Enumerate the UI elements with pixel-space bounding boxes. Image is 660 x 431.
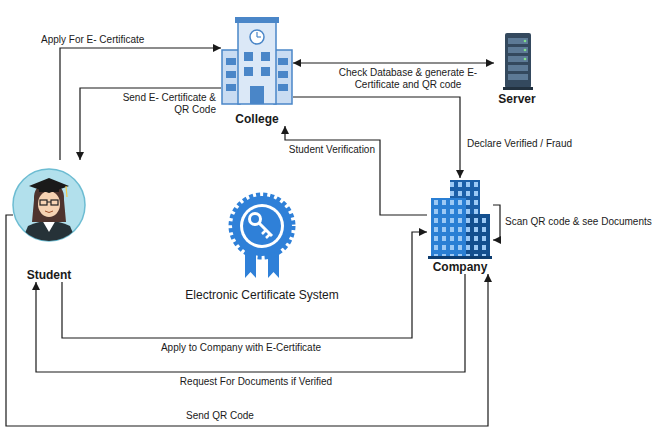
flow-arrow — [493, 205, 500, 240]
edge-label: Check Database & generate E- Certificate… — [332, 67, 484, 91]
node-label: Company — [433, 260, 488, 274]
edge-label: Send E- Certificate & QR Code — [105, 92, 217, 116]
company-icon — [428, 180, 492, 259]
actor-node: Company — [427, 178, 493, 274]
flow-arrow — [60, 48, 221, 160]
edge-label: Request For Documents if Verified — [155, 376, 357, 388]
college-icon — [222, 17, 292, 104]
node-label: College — [235, 112, 278, 126]
system-caption: Electronic Certificate System — [162, 288, 362, 302]
node-label: Server — [498, 92, 535, 106]
flow-arrow — [62, 232, 427, 338]
edge-label: Apply For E- Certificate — [40, 34, 145, 46]
edge-label: Scan QR code & see Documents — [504, 216, 653, 228]
edge-label: Apply to Company with E-Certificate — [140, 342, 342, 354]
edge-label: Student Verification — [274, 144, 376, 156]
student-icon — [13, 169, 85, 245]
flow-arrow — [293, 62, 494, 63]
flow-arrow — [6, 215, 488, 426]
actor-node: Student — [13, 160, 85, 282]
edge-label: Send QR Code — [185, 410, 255, 422]
certificate-badge — [231, 195, 293, 278]
flow-arrow — [285, 126, 427, 215]
server-icon — [503, 33, 533, 90]
flow-arrow — [36, 274, 465, 372]
edge-label: Declare Verified / Fraud — [466, 138, 573, 150]
node-label: Student — [27, 268, 72, 282]
actor-node: College — [221, 16, 293, 126]
actor-node: Server — [494, 30, 540, 106]
flow-arrow — [80, 88, 221, 160]
flow-arrow — [293, 97, 460, 178]
